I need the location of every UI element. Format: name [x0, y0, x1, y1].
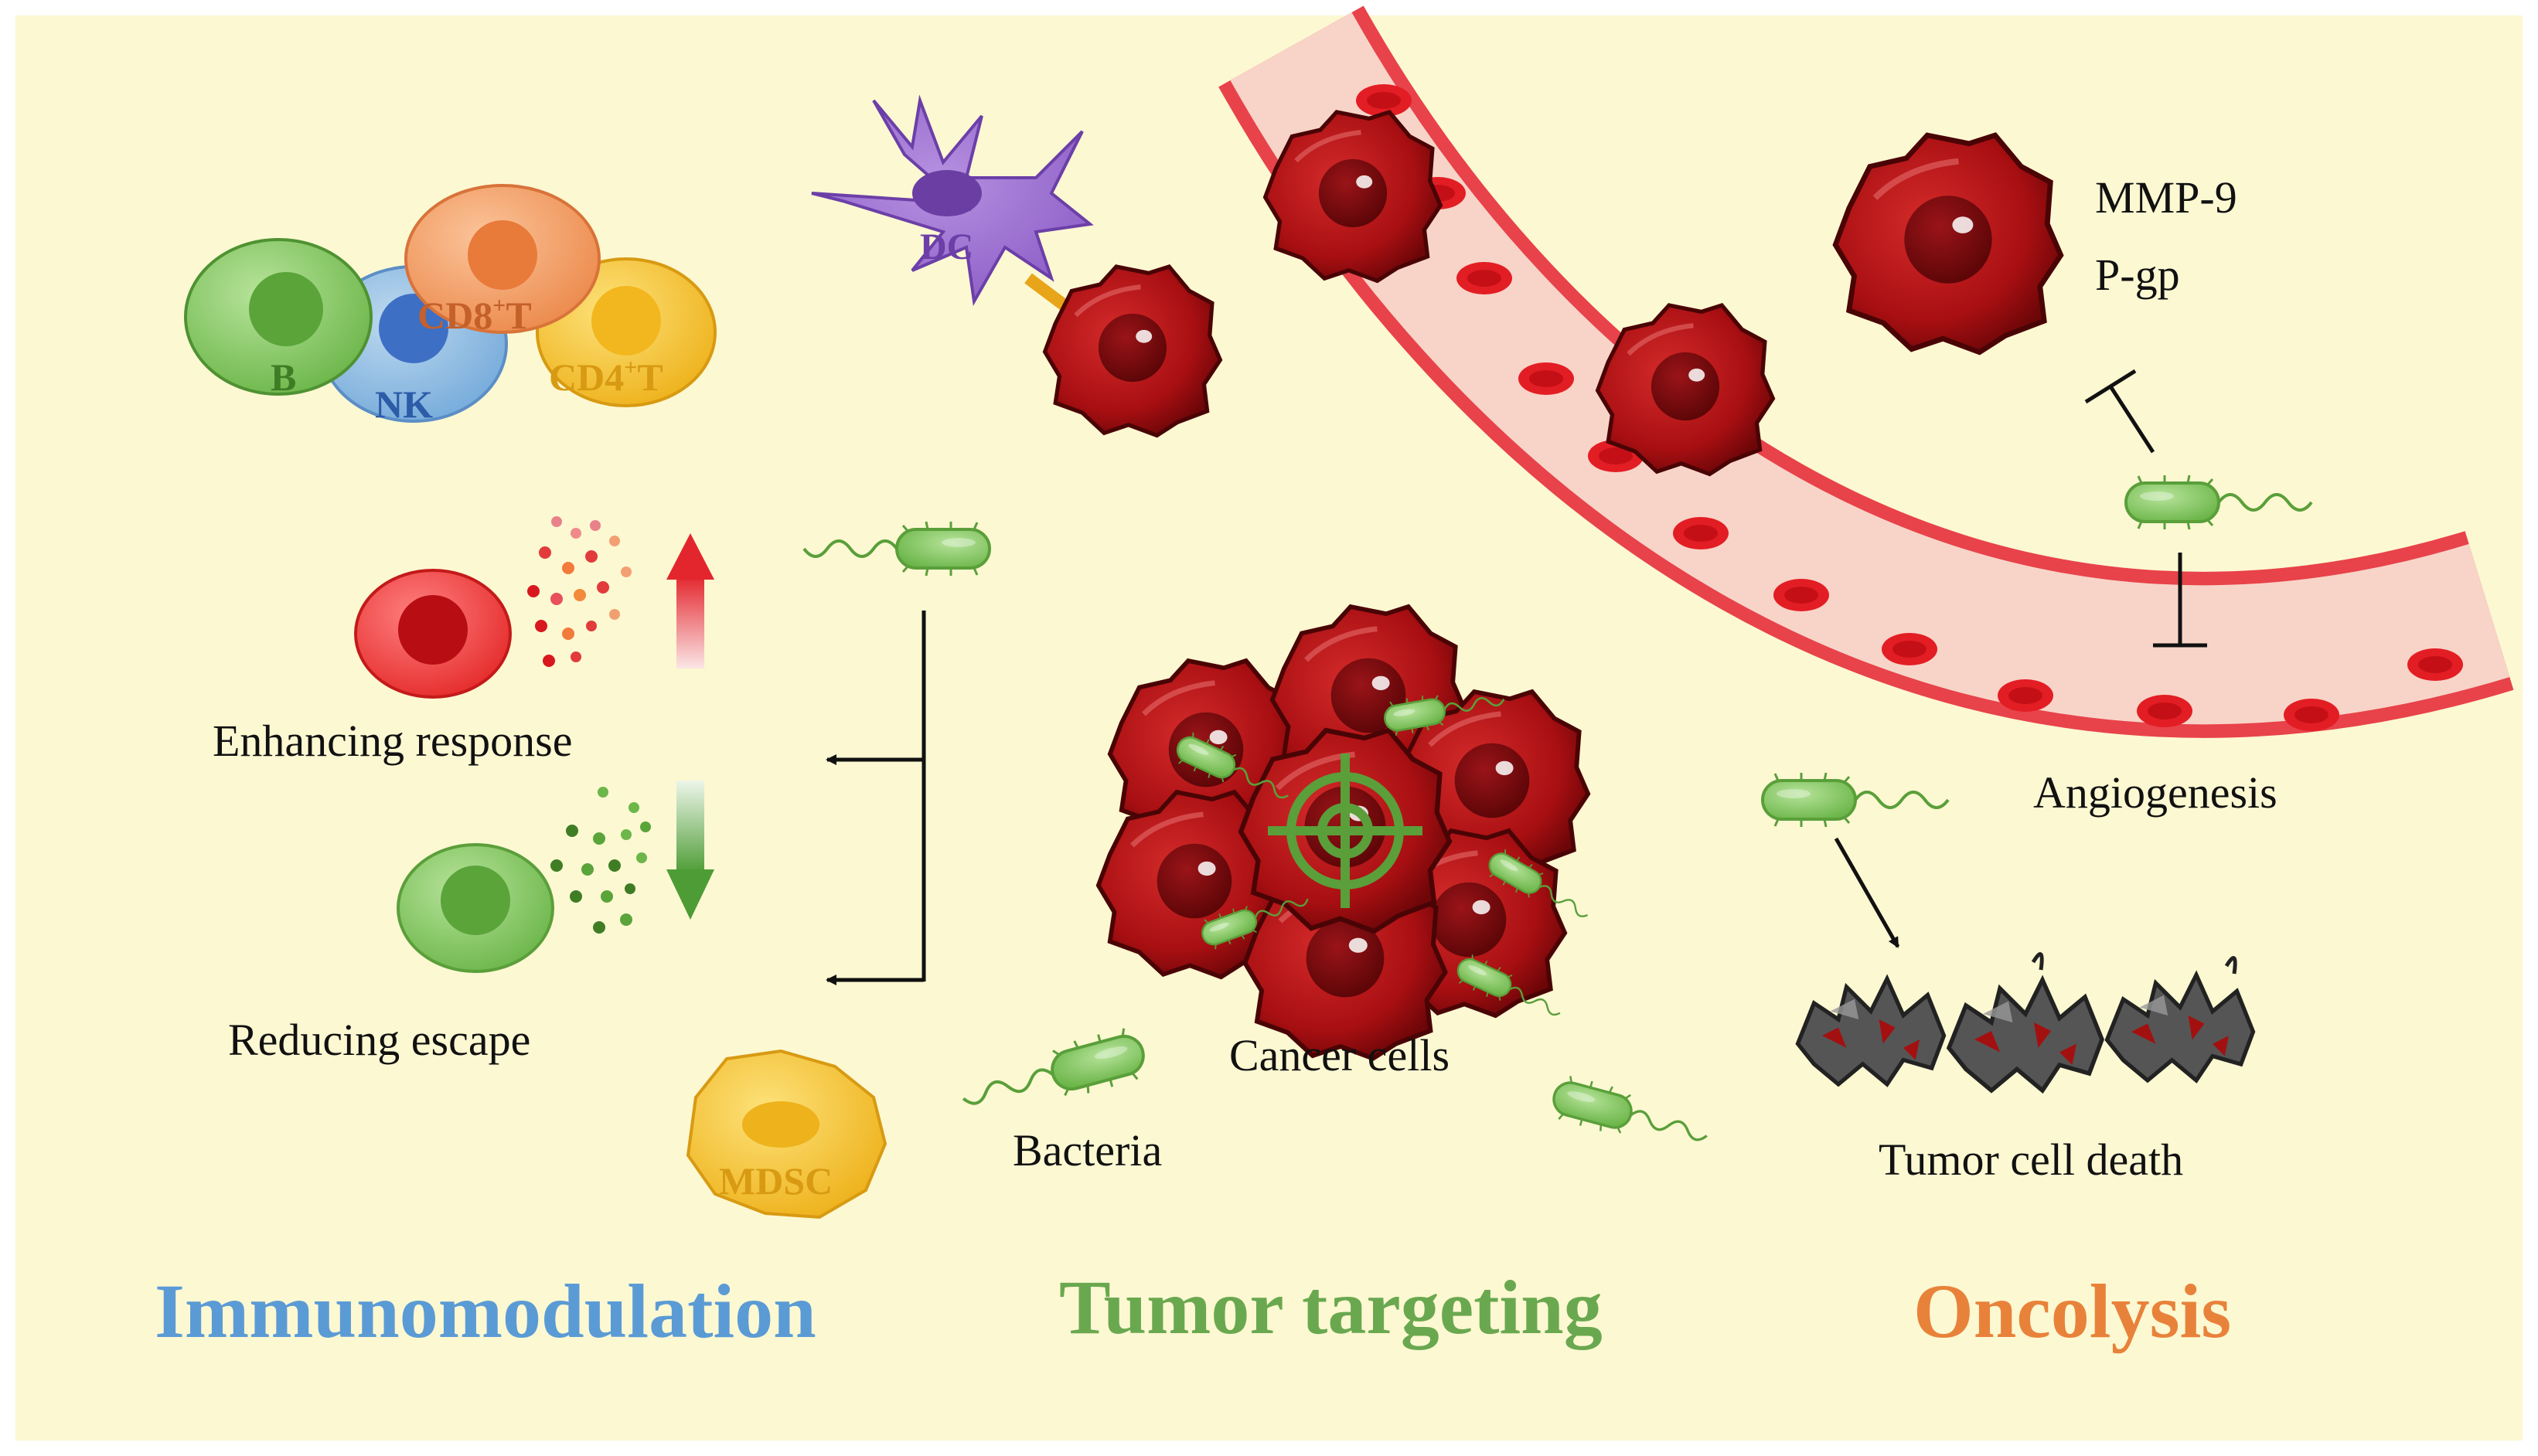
cd8-t-cell-label: CD8+T — [417, 293, 532, 337]
b-cell-label: B — [271, 355, 296, 399]
immune-cell-cluster: B NK CD8+T CD4+T — [184, 184, 717, 426]
target-icon — [1268, 754, 1422, 908]
red-blood-cell — [2137, 695, 2192, 727]
red-blood-cell — [1456, 262, 1512, 294]
oncolysis-title: Oncolysis — [1913, 1268, 2231, 1354]
enhancing-response-group: Enhancing response — [213, 516, 714, 766]
cancer-cell-intravasating — [1598, 305, 1773, 474]
up-arrow-icon — [666, 533, 714, 668]
cancer-cell-antigen — [1045, 267, 1221, 435]
red-blood-cell — [1673, 517, 1729, 549]
down-arrow-icon — [666, 781, 714, 920]
red-blood-cell — [1518, 362, 1574, 395]
tumor-cell-fragments — [1798, 952, 2254, 1090]
lysis-arrow — [1834, 837, 1900, 948]
enhancing-response-label: Enhancing response — [213, 716, 572, 766]
tumor-cell-death-label: Tumor cell death — [1879, 1135, 2183, 1185]
tumor-targeting-title: Tumor targeting — [1059, 1264, 1603, 1350]
red-blood-cell — [1998, 679, 2053, 712]
pgp-label: P-gp — [2095, 250, 2180, 300]
cd4-t-cell-label: CD4+T — [549, 355, 663, 399]
cytokine-dots-green — [550, 787, 651, 934]
inhibition-icon — [2084, 369, 2155, 454]
cancer-cell-intravasating — [1266, 112, 1441, 281]
red-blood-cell — [2284, 699, 2339, 731]
red-blood-cell — [1882, 633, 1937, 665]
cancer-cells-label: Cancer cells — [1229, 1030, 1450, 1080]
nk-cell-label: NK — [375, 383, 433, 426]
bracket-arrows — [826, 611, 926, 985]
red-blood-cell — [2407, 648, 2463, 681]
mdsc-label: MDSC — [719, 1159, 833, 1203]
mdsc-cell: MDSC — [686, 1049, 887, 1220]
cytokine-dots-red — [527, 516, 632, 667]
immunomodulation-title: Immunomodulation — [155, 1268, 816, 1354]
cancer-cell-metastatic — [1835, 135, 2061, 352]
reducing-escape-group: Reducing escape — [228, 781, 714, 1065]
bacteria-label: Bacteria — [1013, 1125, 1162, 1175]
red-blood-cell — [1773, 579, 1829, 611]
reducing-escape-label: Reducing escape — [228, 1015, 530, 1065]
dc-label: DC — [920, 226, 973, 267]
dendritic-cell: DC — [811, 94, 1094, 318]
angiogenesis-label: Angiogenesis — [2033, 767, 2277, 818]
inhibition-icon — [2153, 553, 2207, 648]
mmp9-label: MMP-9 — [2095, 172, 2237, 223]
